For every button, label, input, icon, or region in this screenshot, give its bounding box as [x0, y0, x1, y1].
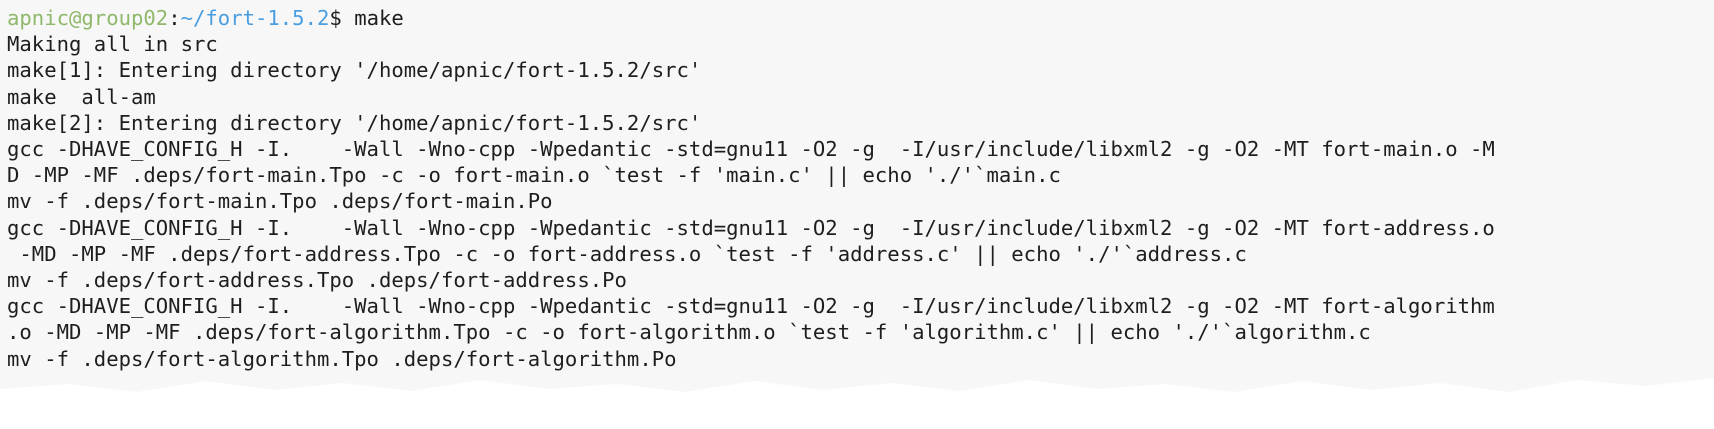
prompt-symbol: $: [329, 6, 342, 30]
prompt-line: apnic@group02:~/fort-1.5.2$ make: [7, 5, 1495, 31]
output-line: Making all in src: [7, 32, 218, 57]
output-line: -MD -MP -MF .deps/fort-address.Tpo -c -o…: [7, 241, 1247, 266]
output-line: mv -f .deps/fort-main.Tpo .deps/fort-mai…: [7, 189, 553, 214]
prompt-cwd: ~/fort-1.5.2: [180, 6, 330, 30]
output-line: .o -MD -MP -MF .deps/fort-algorithm.Tpo …: [7, 320, 1371, 345]
prompt-separator: :: [168, 6, 181, 30]
prompt-command: make: [341, 6, 404, 30]
output-line: mv -f .deps/fort-address.Tpo .deps/fort-…: [7, 268, 627, 293]
output-line: mv -f .deps/fort-algorithm.Tpo .deps/for…: [7, 346, 677, 371]
output-line: gcc -DHAVE_CONFIG_H -I. -Wall -Wno-cpp -…: [7, 215, 1495, 240]
output-line: make[1]: Entering directory '/home/apnic…: [7, 58, 702, 83]
output-line: gcc -DHAVE_CONFIG_H -I. -Wall -Wno-cpp -…: [7, 137, 1495, 162]
prompt-user-host: apnic@group02: [7, 6, 169, 30]
output-line: make all-am: [7, 84, 156, 109]
output-line: gcc -DHAVE_CONFIG_H -I. -Wall -Wno-cpp -…: [7, 294, 1495, 319]
output-line: D -MP -MF .deps/fort-main.Tpo -c -o fort…: [7, 163, 1061, 188]
output-line: make[2]: Entering directory '/home/apnic…: [7, 110, 702, 135]
